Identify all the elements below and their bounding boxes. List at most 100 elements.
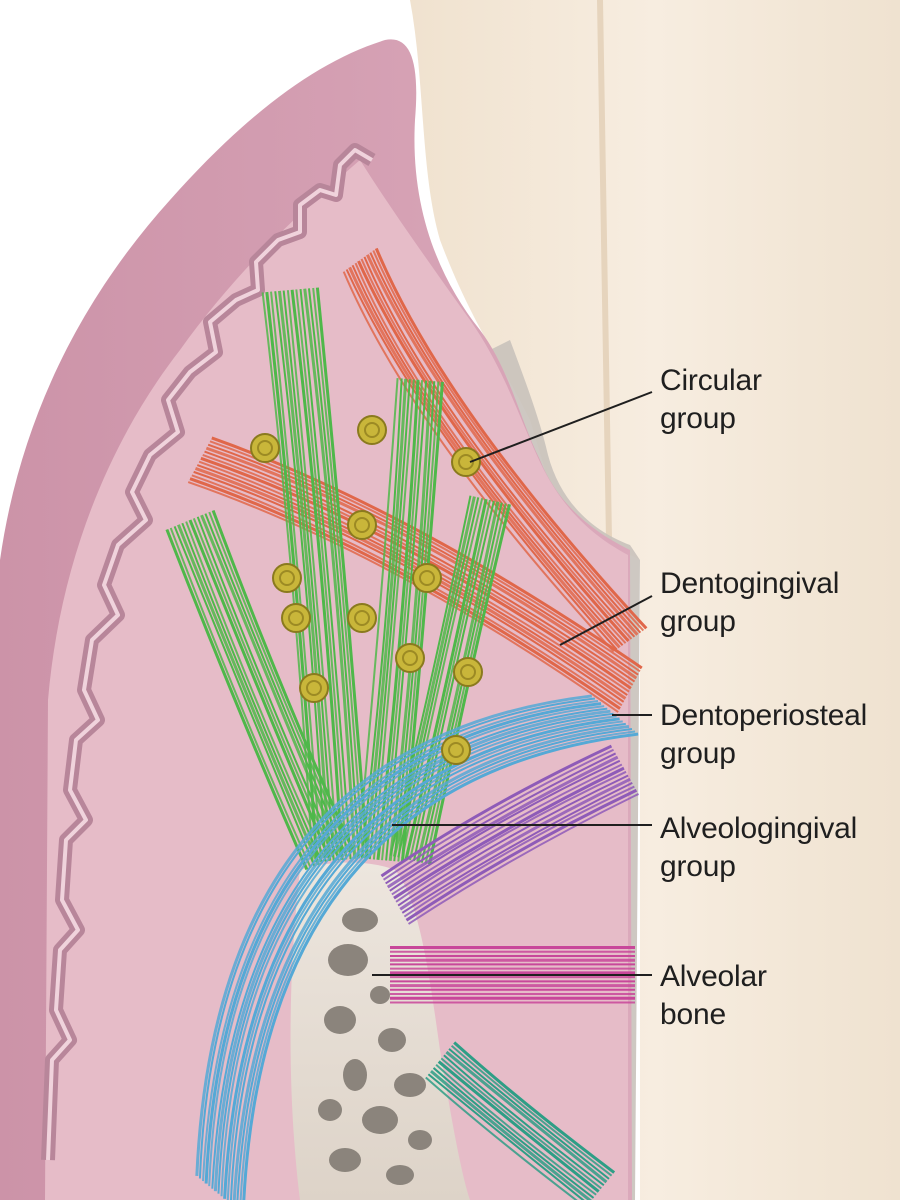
- label-text: group: [660, 605, 736, 638]
- label-text: Alveologingival: [660, 812, 858, 845]
- fiber-strand: [204, 702, 602, 1184]
- circular-fiber-core: [354, 517, 370, 533]
- fiber-strand: [193, 470, 625, 703]
- fiber-strand: [217, 712, 614, 1194]
- fiber-strand: [312, 287, 365, 859]
- label-dentoperiosteal-group: Dentoperiosteal group: [660, 697, 867, 773]
- circular-fiber-core: [257, 440, 273, 456]
- fiber-strand: [207, 443, 639, 676]
- fiber-strand: [405, 788, 638, 922]
- fiber-strand: [363, 256, 636, 638]
- circular-fiber-core: [354, 610, 370, 626]
- circular-fiber-cross-section: [395, 643, 425, 673]
- fiber-strand: [165, 528, 309, 871]
- fiber-strand: [432, 1067, 595, 1199]
- fiber-strand: [205, 446, 638, 680]
- fiber-strand: [404, 498, 488, 860]
- fiber-strand: [315, 287, 369, 858]
- fiber-strand: [185, 521, 328, 863]
- fiber-strand: [360, 258, 633, 640]
- horizontal-bundle: [389, 945, 635, 1004]
- fiber-strand: [277, 290, 331, 862]
- label-text: Circular: [660, 364, 762, 397]
- fiber-strand: [211, 707, 608, 1189]
- leader-lines: [372, 391, 653, 976]
- fiber-strand: [345, 269, 618, 651]
- fiber-strand: [195, 694, 593, 1177]
- tooth-crown: [410, 0, 900, 1200]
- fiber-strand: [382, 748, 614, 881]
- fiber-strand: [239, 730, 636, 1200]
- fiber-strand: [208, 705, 605, 1187]
- fiber-strand: [242, 732, 639, 1200]
- fiber-bundles: [165, 247, 648, 1200]
- fiber-strand: [177, 524, 320, 866]
- fiber-strand: [192, 518, 335, 859]
- fiber-strand: [198, 460, 630, 693]
- circular-fiber-core: [458, 454, 474, 470]
- circular-fiber-cross-section: [281, 603, 311, 633]
- fiber-strand: [430, 1069, 592, 1200]
- fiber-strand: [196, 464, 628, 696]
- leader-line-dentogingival: [559, 595, 653, 646]
- fiber-strand: [213, 709, 611, 1192]
- circular-fiber-cross-section: [441, 735, 471, 765]
- circular-fiber-cross-section: [453, 657, 483, 687]
- fiber-strand: [220, 715, 617, 1197]
- label-text: Dentoperiosteal: [660, 699, 868, 732]
- fiber-strand: [348, 266, 621, 649]
- circular-fiber-core: [448, 742, 464, 758]
- fiber-strand: [374, 247, 648, 630]
- fiber-strand: [453, 1041, 616, 1174]
- circular-fiber-core: [306, 680, 322, 696]
- fiber-strand: [366, 254, 639, 636]
- fiber-strand: [230, 722, 626, 1200]
- fiber-strand: [399, 777, 631, 911]
- circular-fiber-cross-section: [347, 603, 377, 633]
- fiber-strand: [198, 697, 596, 1179]
- fiber-strand: [181, 522, 324, 864]
- fiber-strand: [403, 785, 635, 918]
- circular-fibers: [250, 415, 483, 765]
- fiber-strand: [389, 495, 472, 856]
- label-text: Dentogingival: [660, 567, 840, 600]
- fiber-strand: [282, 290, 335, 861]
- circular-fiber-cross-section: [250, 433, 280, 463]
- fiber-strand: [307, 288, 360, 859]
- label-text: group: [660, 737, 736, 770]
- circular-fiber-core: [364, 422, 380, 438]
- circular-fiber-cross-section: [412, 563, 442, 593]
- circular-fiber-core: [460, 664, 476, 680]
- fiber-strand: [425, 1076, 578, 1200]
- fiber-strand: [391, 763, 623, 896]
- circular-fiber-core: [402, 650, 418, 666]
- fiber-strand: [440, 1057, 602, 1190]
- dentoperiosteal-bundle: [195, 694, 639, 1200]
- fiber-strand: [299, 288, 352, 860]
- fiber-strand: [389, 759, 621, 892]
- fiber-strand: [342, 271, 615, 653]
- fiber-strand: [385, 752, 617, 885]
- fiber-strand: [380, 744, 613, 878]
- circular-fiber-cross-section: [451, 447, 481, 477]
- fiber-strand: [357, 260, 630, 643]
- fiber-strand: [435, 1064, 597, 1196]
- fiber-strand: [427, 1073, 585, 1200]
- fiber-strand: [412, 500, 495, 862]
- label-text: group: [660, 402, 736, 435]
- label-alveolar-bone: Alveolar bone: [660, 958, 767, 1034]
- fiber-strand: [372, 250, 645, 632]
- circular-fiber-cross-section: [299, 673, 329, 703]
- label-dentogingival-group: Dentogingival group: [660, 565, 839, 641]
- fiber-strand: [169, 527, 312, 869]
- fiber-strand: [381, 380, 424, 861]
- fiber-strand: [445, 1050, 608, 1184]
- fiber-strand: [232, 724, 630, 1200]
- fiber-strand: [393, 766, 625, 900]
- fiber-strand: [194, 467, 627, 700]
- circular-fiber-cross-section: [357, 415, 387, 445]
- circular-fiber-core: [288, 610, 304, 626]
- circular-fiber-core: [419, 570, 435, 586]
- label-text: Alveolar: [660, 960, 767, 993]
